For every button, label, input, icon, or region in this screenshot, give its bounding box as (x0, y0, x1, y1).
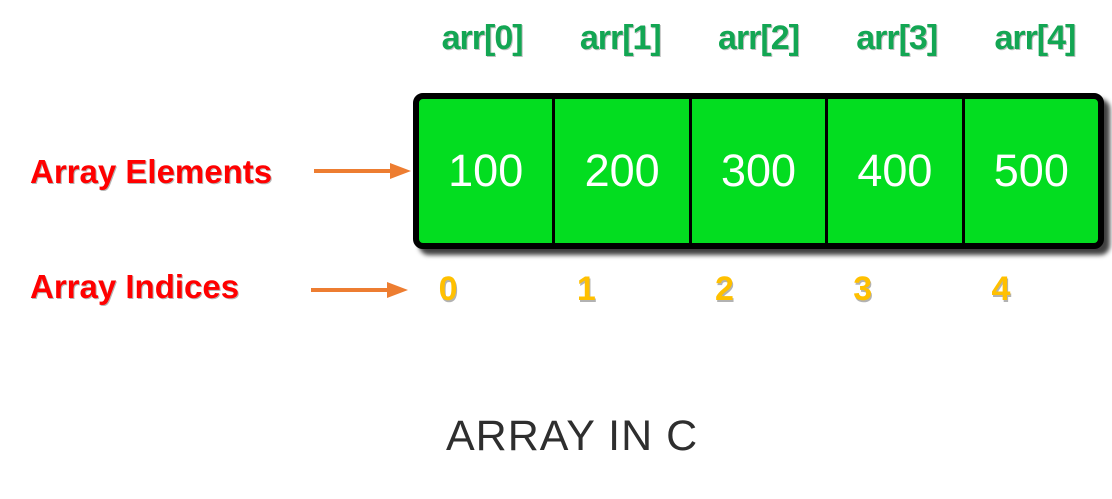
array-element-cell: 300 (688, 99, 825, 243)
array-elements-box: 100 200 300 400 500 (413, 93, 1104, 249)
array-name-label: arr[3] (856, 18, 938, 57)
array-indices-row: 0 1 2 3 4 (379, 268, 1070, 310)
array-name-labels-row: arr[0] arr[1] arr[2] arr[3] arr[4] (413, 16, 1104, 60)
arrow-right-icon (314, 163, 411, 179)
array-name-label: arr[1] (579, 18, 662, 57)
array-elements-annotation: Array Elements (30, 153, 273, 190)
array-index-label: 3 (853, 269, 873, 308)
array-element-cell: 400 (825, 99, 961, 243)
array-index-label: 1 (576, 269, 596, 308)
array-index-label: 2 (715, 269, 734, 308)
array-element-cell: 200 (552, 99, 688, 243)
array-element-cell: 500 (961, 99, 1098, 243)
arrow-right-icon (311, 282, 408, 298)
page-title: ARRAY IN C (446, 412, 699, 460)
array-element-cell: 100 (448, 145, 524, 196)
array-index-label: 4 (991, 269, 1011, 308)
array-index-label: 0 (438, 269, 458, 308)
array-name-label: arr[4] (994, 18, 1076, 57)
array-name-label: arr[2] (718, 18, 800, 57)
array-indices-annotation: Array Indices (30, 268, 240, 305)
array-name-label: arr[0] (441, 18, 524, 57)
